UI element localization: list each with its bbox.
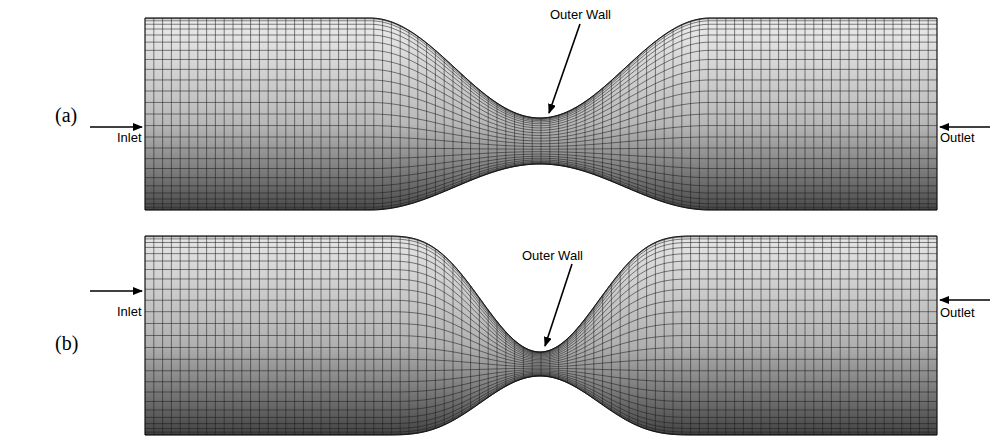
wall-label: Outer Wall	[548, 8, 613, 22]
tube-body	[145, 18, 937, 210]
inlet-label: Inlet	[117, 131, 142, 145]
panel-label: (a)	[55, 104, 77, 126]
tube-body	[145, 236, 937, 435]
wall-arrow	[549, 24, 580, 113]
mesh-tube	[145, 236, 937, 435]
wall-label: Outer Wall	[520, 249, 585, 263]
outlet-label: Outlet	[940, 306, 975, 320]
pointer-arrows	[90, 24, 990, 346]
mesh-lines-axial	[145, 236, 937, 435]
mesh-lines-axial	[145, 18, 937, 210]
mesh-lines-radial	[145, 18, 937, 210]
outlet-arrow	[940, 126, 990, 128]
inlet-label: Inlet	[117, 305, 142, 319]
outlet-arrow	[940, 299, 990, 301]
outlet-label: Outlet	[940, 131, 975, 145]
tube-outline	[145, 18, 937, 210]
inlet-arrow	[90, 126, 142, 128]
mesh-tube	[145, 18, 937, 210]
panel-label: (b)	[55, 332, 78, 354]
inlet-arrow	[90, 290, 142, 292]
mesh-lines-radial	[145, 236, 937, 435]
wall-arrow	[545, 264, 572, 346]
tube-outline	[145, 236, 937, 435]
